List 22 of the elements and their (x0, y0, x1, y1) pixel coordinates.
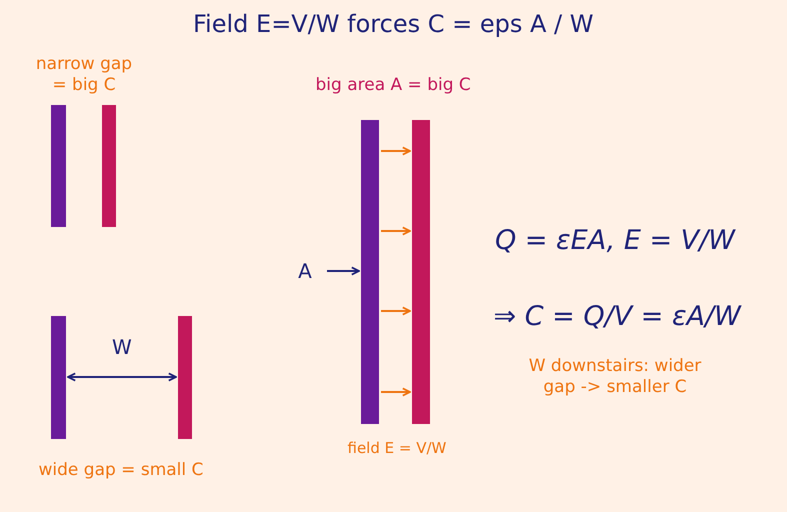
arrow (67, 372, 177, 382)
caption-text: W downstairs: wider gap -> smaller C (528, 356, 702, 398)
arrow (381, 388, 411, 396)
arrow (381, 146, 411, 156)
arrow (381, 226, 411, 236)
arrow (381, 306, 411, 316)
caption-text: field E = V/W (348, 439, 446, 458)
caption-text: wide gap = small C (38, 460, 204, 482)
formula: ⇒ C = Q/V = εA/W (494, 300, 741, 334)
capacitor-plate (102, 105, 116, 227)
title: Field E=V/W forces C = eps A / W (193, 10, 594, 38)
capacitor-plate (178, 316, 192, 439)
capacitor-plate (51, 316, 66, 439)
formula: Q = εEA, E = V/W (495, 224, 735, 258)
edge-label: W (112, 335, 132, 359)
capacitor-plate (412, 120, 430, 424)
plate-label: A (290, 258, 320, 284)
leader-line (327, 266, 360, 276)
capacitor-plate (361, 120, 379, 424)
caption-text: big area A = big C (316, 75, 471, 96)
caption-text: narrow gap = big C (34, 54, 134, 96)
capacitor-plate (51, 105, 66, 227)
